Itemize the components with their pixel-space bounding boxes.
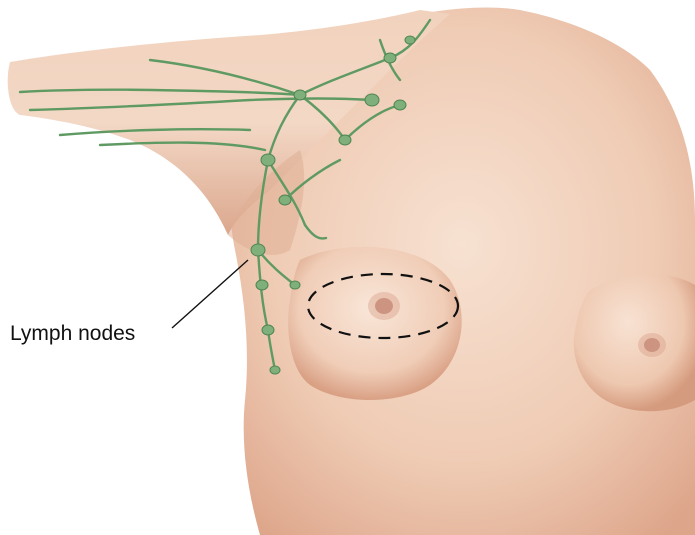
lymph-node <box>261 154 275 166</box>
lymph-node <box>262 325 274 335</box>
lymph-node <box>394 100 406 110</box>
lymph-node <box>339 135 351 145</box>
left-areola <box>368 292 400 320</box>
right-areola <box>638 333 666 357</box>
lymph-node <box>384 53 396 63</box>
lymph-node <box>256 280 268 290</box>
left-breast <box>288 247 462 400</box>
lymph-nodes-label: Lymph nodes <box>10 322 135 346</box>
lymph-node <box>279 195 291 205</box>
lymph-node <box>365 94 379 106</box>
lymph-node <box>251 244 265 256</box>
lymph-node <box>290 281 300 289</box>
lymph-node <box>270 366 280 374</box>
lymph-node <box>405 36 415 44</box>
lymph-node <box>294 90 306 100</box>
lymph-nodes-pointer-line <box>172 260 248 328</box>
